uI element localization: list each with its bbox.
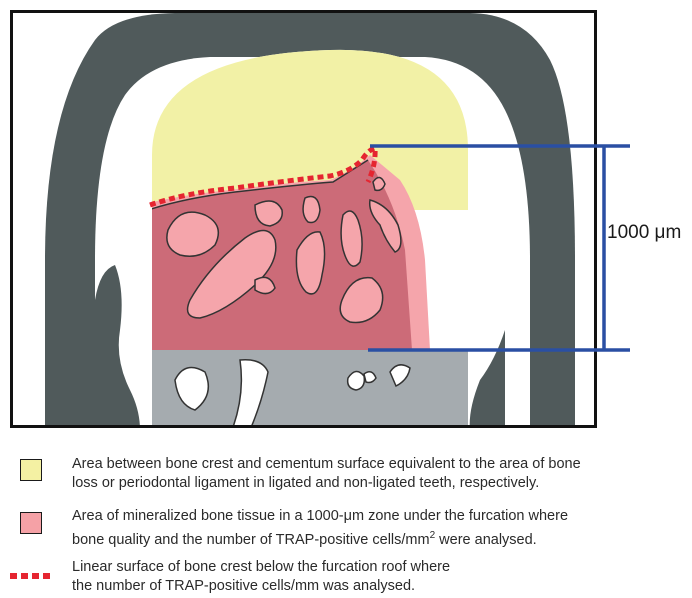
dotted-line-swatch xyxy=(10,573,50,579)
legend-yellow-line1: Area between bone crest and cementum sur… xyxy=(72,455,672,474)
legend-text-pink: Area of mineralized bone tissue in a 100… xyxy=(72,507,672,550)
furcation-interior xyxy=(140,40,480,430)
scale-bar-label: 1000 μm xyxy=(607,222,681,244)
legend-dotted-line1: Linear surface of bone crest below the f… xyxy=(72,558,672,577)
legend-text-yellow: Area between bone crest and cementum sur… xyxy=(72,455,672,493)
pink-swatch xyxy=(20,512,42,534)
legend-pink-line2: bone quality and the number of TRAP-posi… xyxy=(72,526,672,550)
yellow-swatch xyxy=(20,459,42,481)
legend-pink-line2-end: were analysed. xyxy=(435,532,537,548)
legend-yellow-line2: loss or periodontal ligament in ligated … xyxy=(72,474,672,493)
legend-text-dotted: Linear surface of bone crest below the f… xyxy=(72,558,672,596)
legend-pink-line2-main: bone quality and the number of TRAP-posi… xyxy=(72,532,430,548)
legend-dotted-line2: the number of TRAP-positive cells/mm was… xyxy=(72,577,672,596)
legend-pink-line1: Area of mineralized bone tissue in a 100… xyxy=(72,507,672,526)
furcation-diagram xyxy=(0,0,692,430)
